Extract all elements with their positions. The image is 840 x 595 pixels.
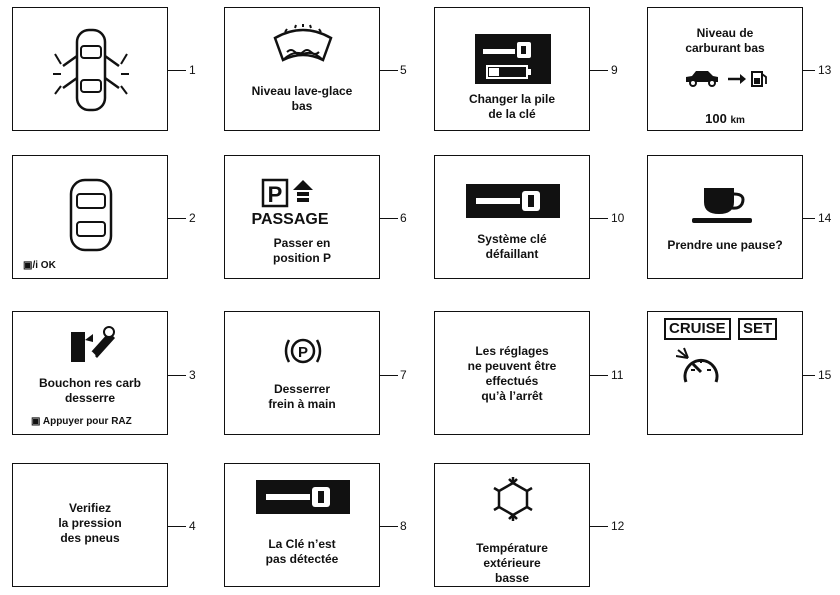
panel-key-not-detected: La Clé n’est pas détectée — [224, 463, 380, 587]
key-icon — [256, 480, 350, 514]
key-battery-icon — [475, 34, 551, 84]
callout-number: 4 — [189, 519, 196, 533]
panel-message: Passer en position P — [273, 236, 331, 265]
callout-number: 5 — [400, 63, 407, 77]
callout-number: 14 — [818, 211, 832, 225]
panel-settings-locked: Les réglages ne peuvent être effectués q… — [434, 311, 590, 435]
panel-key-battery: Changer la pile de la clé — [434, 7, 590, 131]
panel-cruise-control: CRUISE SET — [647, 311, 803, 435]
panel-washer-fluid: Niveau lave-glace bas — [224, 7, 380, 131]
key-icon — [466, 184, 560, 218]
svg-text:P: P — [298, 344, 308, 361]
callout-number: 2 — [189, 211, 196, 225]
car-to-fuel-icon — [686, 71, 767, 87]
passage-label: PASSAGE — [251, 211, 329, 228]
panel-key-system-fault: Système clé défaillant — [434, 155, 590, 279]
panel-fuel-cap: Bouchon res carb desserre ▣ Appuyer pour… — [12, 311, 168, 435]
callout-number: 7 — [400, 368, 407, 382]
screen-icon: ▣ — [31, 416, 43, 427]
panel-parking-brake: P Desserrer frein à main — [224, 311, 380, 435]
parking-brake-icon: P — [284, 338, 322, 364]
snowflake-icon — [493, 477, 533, 521]
panel-message: Les réglages ne peuvent être effectués q… — [467, 344, 557, 403]
panel-message: Température extérieure basse — [476, 541, 548, 585]
panel-message: La Clé n’est pas détectée — [265, 537, 339, 566]
panel-take-break: Prendre une pause? — [647, 155, 803, 279]
menu-ok-hint: ▣/i OK — [23, 260, 56, 271]
screen-icon: ▣ — [23, 260, 33, 271]
washer-fluid-icon — [273, 24, 333, 62]
cruise-label: CRUISE — [664, 318, 731, 340]
panel-low-temperature: Température extérieure basse — [434, 463, 590, 587]
panel-message: Niveau lave-glace bas — [251, 84, 353, 113]
panel-park-shift: P PASSAGE Passer en position P — [224, 155, 380, 279]
reset-hint: ▣ Appuyer pour RAZ — [31, 416, 132, 427]
fuel-range-readout: 100 km — [705, 111, 745, 126]
callout-number: 1 — [189, 63, 196, 77]
callout-number: 13 — [818, 63, 832, 77]
panel-message: Desserrer frein à main — [268, 382, 336, 411]
vehicle-top-icon — [69, 178, 113, 252]
callout-number: 15 — [818, 368, 832, 382]
panel-low-fuel: Niveau de carburant bas 100 km — [647, 7, 803, 131]
panel-message: Changer la pile de la clé — [468, 92, 556, 121]
callout-number: 12 — [611, 519, 625, 533]
callout-number: 10 — [611, 211, 625, 225]
set-label: SET — [738, 318, 778, 340]
panel-message: Bouchon res carb desserre — [38, 376, 142, 405]
panel-message: Verifiez la pression des pneus — [58, 501, 122, 545]
panel-vehicle-top: ▣/i OK — [12, 155, 168, 279]
panel-message: Niveau de carburant bas — [685, 26, 765, 55]
door-open-icon — [53, 28, 129, 112]
panel-message: Système clé défaillant — [477, 232, 547, 261]
fuel-cap-icon — [71, 326, 115, 362]
panel-tire-pressure: Verifiez la pression des pneus — [12, 463, 168, 587]
callout-number: 8 — [400, 519, 407, 533]
cruise-gauge-icon — [676, 347, 719, 383]
svg-text:P: P — [268, 182, 283, 207]
panel-message: Prendre une pause? — [667, 238, 783, 252]
callout-number: 3 — [189, 368, 196, 382]
callout-number: 11 — [611, 368, 624, 382]
callout-number: 9 — [611, 63, 618, 77]
coffee-cup-icon — [692, 188, 752, 223]
park-shift-icon: P — [261, 178, 313, 208]
callout-number: 6 — [400, 211, 407, 225]
panel-door-open — [12, 7, 168, 131]
